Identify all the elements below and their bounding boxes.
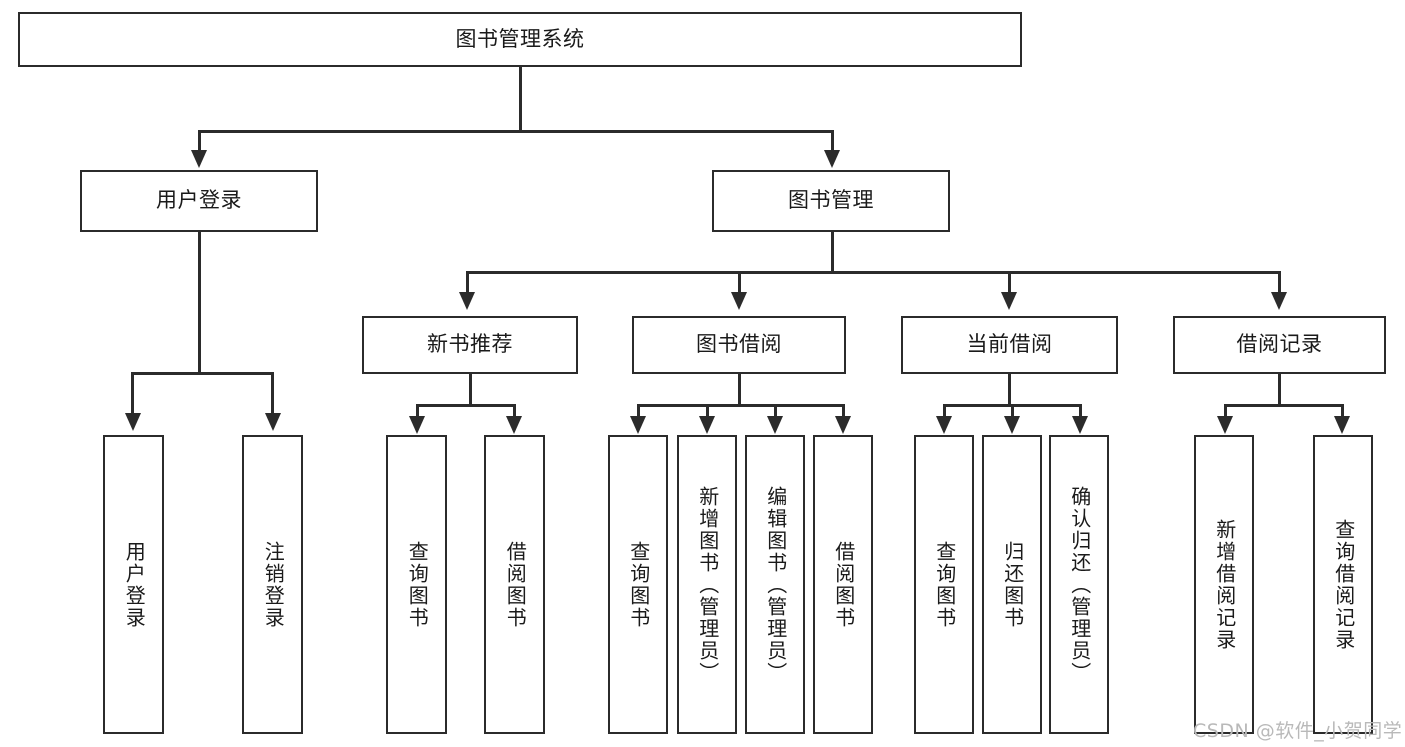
connector-new-book-l2 <box>513 404 516 418</box>
node-label: 图书管理系统 <box>455 26 585 51</box>
leaf-label: 归还图书 <box>1000 540 1025 629</box>
leaf-add-book-admin[interactable]: 新增图书（管理员） <box>677 435 737 734</box>
connector-to-book-borrow <box>738 271 741 294</box>
connector-book-borrow-l2 <box>706 404 709 418</box>
leaf-label: 借阅图书 <box>831 540 856 629</box>
leaf-borrow-book-newbook[interactable]: 借阅图书 <box>484 435 545 734</box>
connector-current-borrow-stem <box>1008 374 1011 406</box>
node-book-borrow[interactable]: 图书借阅 <box>632 316 846 374</box>
connector-user-login-stem <box>198 232 201 374</box>
node-user-login[interactable]: 用户登录 <box>80 170 318 232</box>
leaf-label: 查询借阅记录 <box>1331 518 1356 651</box>
arrowhead-book-borrow-l2 <box>699 416 715 434</box>
connector-new-book-bus <box>416 404 515 407</box>
leaf-query-borrow-record[interactable]: 查询借阅记录 <box>1313 435 1373 734</box>
connector-borrow-record-stem <box>1278 374 1281 406</box>
leaf-add-borrow-record[interactable]: 新增借阅记录 <box>1194 435 1254 734</box>
connector-new-book-stem <box>469 374 472 406</box>
connector-new-book-l1 <box>416 404 419 418</box>
connector-current-borrow-l1 <box>943 404 946 418</box>
arrowhead-current-borrow-l1 <box>936 416 952 434</box>
arrowhead-book-borrow-l1 <box>630 416 646 434</box>
arrowhead-to-book-mgmt <box>824 150 840 168</box>
leaf-label: 查询图书 <box>626 540 651 629</box>
leaf-query-book-current[interactable]: 查询图书 <box>914 435 974 734</box>
connector-book-mgmt-bus <box>466 271 1280 274</box>
arrowhead-to-user-login <box>191 150 207 168</box>
leaf-confirm-return-admin[interactable]: 确认归还（管理员） <box>1049 435 1109 734</box>
node-label: 用户登录 <box>156 188 242 213</box>
leaf-return-book[interactable]: 归还图书 <box>982 435 1042 734</box>
leaf-label: 用户登录 <box>122 540 147 629</box>
connector-book-borrow-l1 <box>637 404 640 418</box>
connector-to-new-book <box>466 271 469 294</box>
connector-book-borrow-l4 <box>842 404 845 418</box>
connector-to-user-login <box>198 130 201 152</box>
arrowhead-user-login-right <box>265 413 281 431</box>
arrowhead-to-borrow-record <box>1271 292 1287 310</box>
arrowhead-user-login-left <box>125 413 141 431</box>
leaf-label: 编辑图书（管理员） <box>763 485 788 684</box>
leaf-label: 新增图书（管理员） <box>695 485 720 684</box>
connector-current-borrow-l2 <box>1011 404 1014 418</box>
arrowhead-borrow-record-l1 <box>1217 416 1233 434</box>
node-label: 图书借阅 <box>696 332 782 357</box>
leaf-label: 查询图书 <box>405 540 430 629</box>
node-book-management[interactable]: 图书管理 <box>712 170 950 232</box>
connector-root-bus <box>198 130 833 133</box>
connector-book-borrow-l3 <box>774 404 777 418</box>
arrowhead-to-book-borrow <box>731 292 747 310</box>
leaf-label: 新增借阅记录 <box>1212 518 1237 651</box>
arrowhead-current-borrow-l3 <box>1072 416 1088 434</box>
watermark-text: CSDN @软件_小贺同学 <box>1193 720 1403 742</box>
arrowhead-borrow-record-l2 <box>1334 416 1350 434</box>
connector-borrow-record-l1 <box>1224 404 1227 418</box>
connector-current-borrow-l3 <box>1079 404 1082 418</box>
leaf-label: 查询图书 <box>932 540 957 629</box>
node-current-borrow[interactable]: 当前借阅 <box>901 316 1118 374</box>
connector-user-login-left <box>131 372 134 415</box>
connector-to-current-borrow <box>1008 271 1011 294</box>
leaf-label: 注销登录 <box>261 540 286 629</box>
node-borrow-record[interactable]: 借阅记录 <box>1173 316 1386 374</box>
leaf-label: 借阅图书 <box>503 540 528 629</box>
leaf-user-login[interactable]: 用户登录 <box>103 435 164 734</box>
arrowhead-to-current-borrow <box>1001 292 1017 310</box>
arrowhead-new-book-l1 <box>409 416 425 434</box>
connector-book-borrow-stem <box>738 374 741 406</box>
connector-root-stem <box>519 67 522 131</box>
connector-to-borrow-record <box>1278 271 1281 294</box>
node-label: 图书管理 <box>788 188 874 213</box>
arrowhead-new-book-l2 <box>506 416 522 434</box>
arrowhead-book-borrow-l4 <box>835 416 851 434</box>
leaf-query-book-newbook[interactable]: 查询图书 <box>386 435 447 734</box>
connector-book-mgmt-stem <box>831 232 834 273</box>
leaf-query-book-borrow[interactable]: 查询图书 <box>608 435 668 734</box>
arrowhead-book-borrow-l3 <box>767 416 783 434</box>
node-label: 借阅记录 <box>1236 332 1323 357</box>
leaf-logout[interactable]: 注销登录 <box>242 435 303 734</box>
node-label: 新书推荐 <box>427 332 513 357</box>
leaf-edit-book-admin[interactable]: 编辑图书（管理员） <box>745 435 805 734</box>
leaf-label: 确认归还（管理员） <box>1067 485 1092 684</box>
connector-book-borrow-bus <box>637 404 844 407</box>
connector-borrow-record-l2 <box>1341 404 1344 418</box>
connector-user-login-right <box>271 372 274 415</box>
arrowhead-current-borrow-l2 <box>1004 416 1020 434</box>
node-label: 当前借阅 <box>966 332 1053 357</box>
connector-user-login-bus <box>131 372 273 375</box>
node-root-system[interactable]: 图书管理系统 <box>18 12 1022 67</box>
connector-borrow-record-bus <box>1224 404 1343 407</box>
leaf-borrow-book[interactable]: 借阅图书 <box>813 435 873 734</box>
csdn-watermark: CSDN @软件_小贺同学 <box>1193 716 1402 743</box>
connector-to-book-mgmt <box>831 130 834 152</box>
arrowhead-to-new-book <box>459 292 475 310</box>
node-new-book-recommend[interactable]: 新书推荐 <box>362 316 578 374</box>
